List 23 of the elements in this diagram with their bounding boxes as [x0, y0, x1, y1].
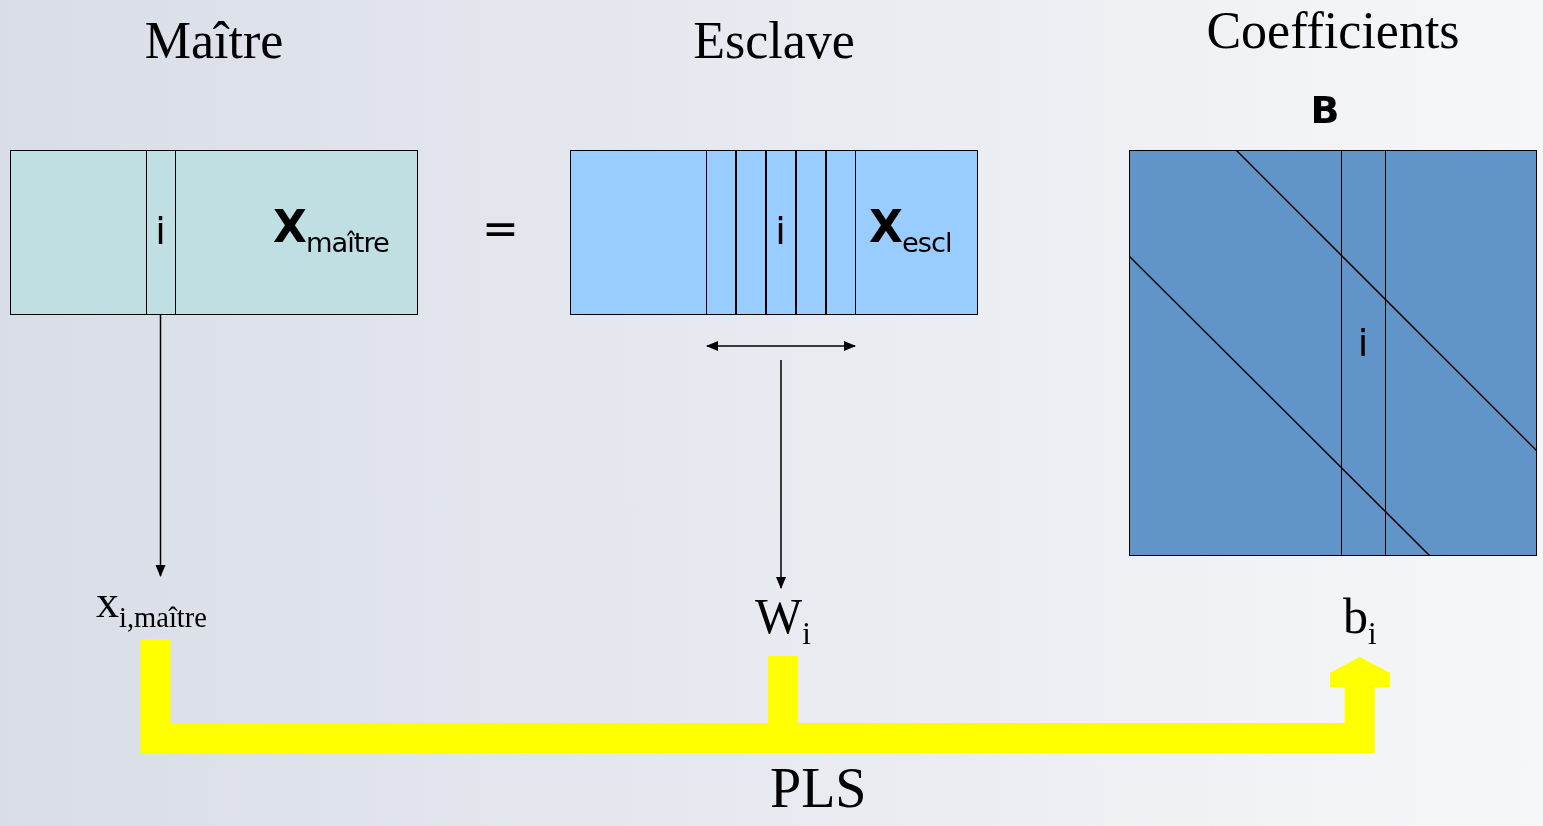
- matrix-symbol: B: [1309, 88, 1341, 134]
- matrix-title: Maître: [143, 11, 285, 71]
- arrow: [776, 359, 786, 589]
- equals-sign: =: [482, 203, 519, 256]
- matrix-symbol: X$_{maître}$: [273, 201, 389, 260]
- column-index: i: [1356, 320, 1370, 367]
- column-strip: [705, 149, 736, 315]
- matrix-title: Esclave: [692, 11, 856, 71]
- column-strip: [1340, 149, 1386, 556]
- column-strip: [765, 149, 796, 315]
- variable-label: x$_{i,maître}$: [96, 574, 207, 636]
- matrix-symbol: X$_{escl}$: [869, 201, 952, 260]
- variable-label: b$_{i}$: [1343, 586, 1377, 653]
- column-strip: [795, 149, 826, 315]
- column-strip: [145, 149, 176, 315]
- column-strip: [825, 149, 856, 315]
- column-index: i: [774, 208, 787, 255]
- column-strip: [735, 149, 766, 315]
- arrow: [155, 313, 166, 577]
- column-index: i: [154, 208, 167, 255]
- matrix-title: Coefficients: [1205, 1, 1461, 61]
- method-label: PLS: [770, 756, 867, 821]
- variable-label: W$_{i}$: [755, 586, 811, 653]
